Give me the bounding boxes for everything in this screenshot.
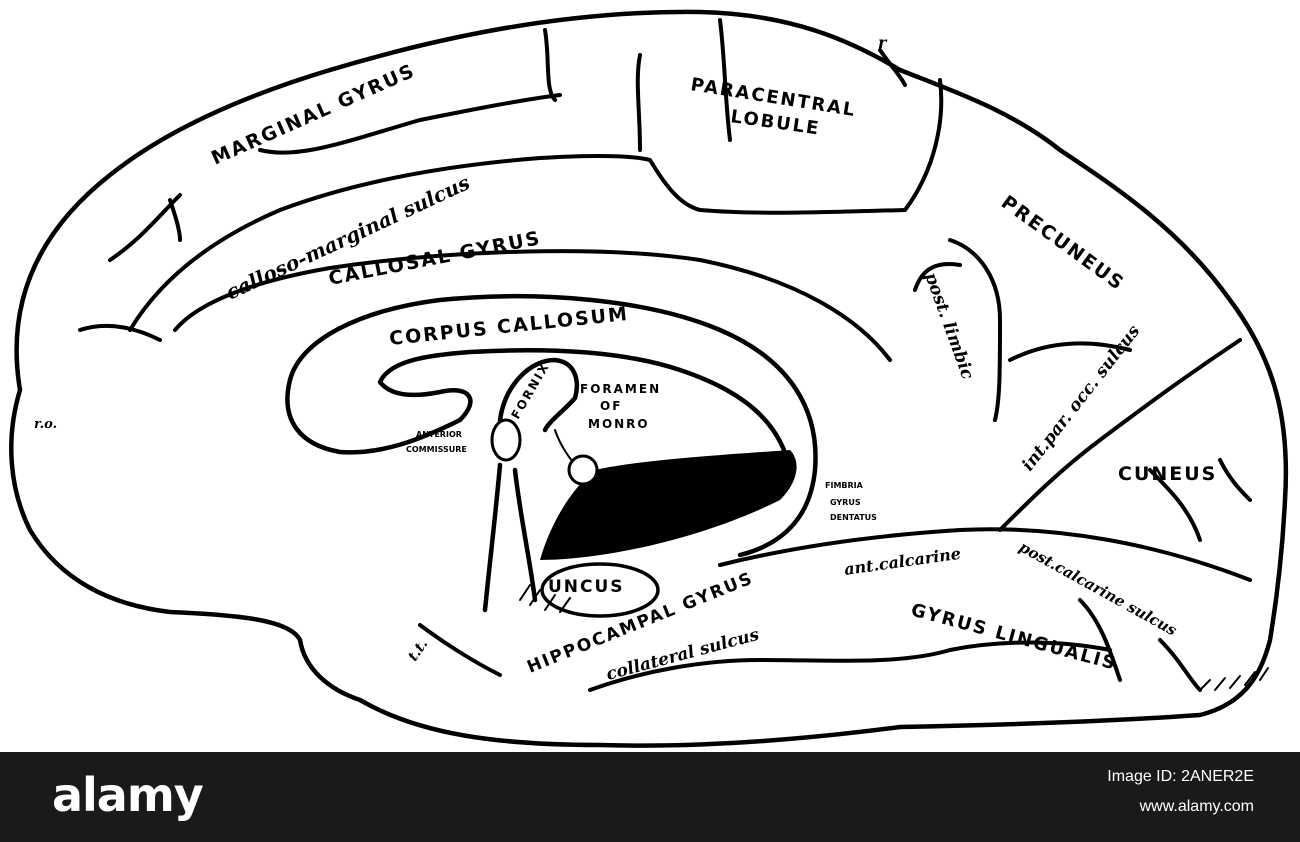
frontal-sulcus-2	[78, 323, 162, 342]
label-post-limbic: post. limbic	[920, 270, 977, 383]
label-cuneus: CUNEUS	[1118, 463, 1217, 485]
label-precuneus: PRECUNEUS	[997, 191, 1129, 295]
label-gyrus-dentatus-2: DENTATUS	[830, 513, 877, 522]
callosal-gyrus-inner	[173, 249, 892, 362]
third-ventricle-shading	[540, 450, 797, 560]
label-uncus: UNCUS	[548, 577, 625, 597]
label-anterior-commissure-2: COMMISSURE	[406, 445, 467, 454]
central-notch	[543, 28, 642, 152]
brand-logo: alamy	[52, 768, 204, 822]
occipital-hatching	[1199, 667, 1269, 691]
fornix-outline	[497, 357, 580, 433]
label-r-o: r.o.	[34, 417, 57, 432]
hippocampal-lower	[418, 623, 502, 677]
uncus-shape	[540, 562, 660, 618]
post-limbic-sulcus	[913, 238, 1002, 422]
foramen-of-monro-shape	[567, 454, 599, 486]
stock-footer-bar: alamy Image ID: 2ANER2E www.alamy.com	[0, 752, 1300, 842]
label-foramen-2: OF	[600, 399, 622, 413]
brain-diagram: MARGINAL GYRUS PARACENTRAL LOBULE r call…	[9, 9, 1289, 748]
paracentral-sulcus-back	[903, 78, 944, 212]
marginal-sulcus	[258, 93, 562, 155]
corpus-callosum-inner	[285, 348, 793, 473]
lingual-sulcus	[1078, 598, 1202, 692]
label-anterior-commissure-1: ANTERIOR	[416, 430, 462, 439]
collateral-sulcus	[588, 640, 1112, 692]
anterior-commissure-shape	[490, 418, 522, 462]
label-foramen-1: FORAMEN	[580, 382, 661, 396]
label-foramen-3: MONRO	[588, 417, 650, 431]
hemisphere-outline	[9, 9, 1289, 748]
label-t-t: t.t.	[405, 637, 431, 665]
frontal-sulcus-1	[108, 193, 182, 262]
precuneus-sulcus	[1008, 341, 1132, 362]
paracentral-sulcus-front	[718, 18, 732, 142]
corpus-callosum-outline	[287, 294, 818, 558]
uncus-hatching	[519, 584, 571, 613]
image-id-text: Image ID: 2ANER2E	[1107, 768, 1254, 785]
cuneus-sulcus	[1148, 458, 1252, 542]
top-small-sulcus	[878, 48, 907, 87]
label-r: r	[878, 33, 888, 52]
brain-medial-surface-svg: MARGINAL GYRUS PARACENTRAL LOBULE r call…	[9, 9, 1289, 748]
label-ant-calcarine: ant.calcarine	[843, 544, 962, 579]
label-fimbria: FIMBRIA	[825, 481, 864, 490]
label-corpus-callosum: CORPUS CALLOSUM	[388, 303, 630, 350]
label-gyrus-dentatus-1: GYRUS	[830, 498, 861, 507]
int-par-occ-sulcus	[998, 338, 1242, 532]
calcarine-sulcus	[718, 527, 1252, 582]
fornix-body	[482, 462, 538, 613]
site-url-text: www.alamy.com	[1139, 798, 1254, 815]
calloso-marginal-sulcus	[128, 153, 907, 332]
